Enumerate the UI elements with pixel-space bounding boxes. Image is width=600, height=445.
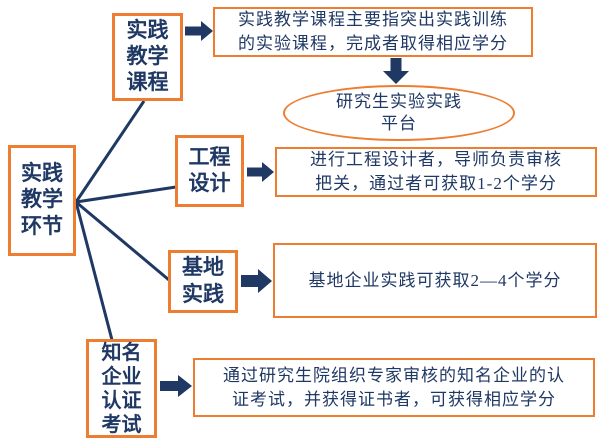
description-engineering-text: 进行工程设计者，导师负责审核 把关，通过者可获取1-2个学分: [310, 150, 562, 193]
node-base-practice: 基地 实践: [168, 250, 238, 313]
arrow-desc-to-platform: [383, 58, 409, 84]
connector-lines: [74, 100, 177, 341]
node-enterprise-certification: 知名 企业 认证 考试: [86, 339, 157, 438]
line-root-to-certification: [74, 201, 114, 341]
arrow-certification-to-desc: [160, 375, 192, 397]
ellipse-experiment-platform: 研究生实验实践 平台: [283, 85, 515, 141]
description-base-text: 基地企业实践可获取2—4个学分: [308, 270, 562, 290]
node-course-label: 实践 教学 课程: [126, 18, 169, 95]
ellipse-platform-text: 研究生实验实践 平台: [336, 91, 462, 133]
line-root-to-course: [74, 100, 146, 203]
line-root-to-base: [75, 200, 170, 282]
description-certification-text: 通过研究生院组织专家审核的知名企业的认 证考试，并获得证书者，可获得相应学分: [223, 365, 565, 409]
node-base-label: 基地 实践: [182, 256, 224, 306]
node-root-label: 实践 教学 环节: [21, 162, 63, 238]
arrow-course-to-desc: [185, 21, 213, 41]
line-root-to-engineering: [75, 185, 177, 204]
node-practice-teaching-root: 实践 教学 环节: [8, 145, 76, 256]
description-base-credits: 基地企业实践可获取2—4个学分: [273, 243, 597, 318]
description-course-text: 实践教学课程主要指突出实践训练 的实验课程，完成者取得相应学分: [238, 10, 508, 53]
arrow-base-to-desc: [241, 269, 272, 293]
node-engineering-label: 工程 设计: [188, 145, 231, 195]
description-course-credits: 实践教学课程主要指突出实践训练 的实验课程，完成者取得相应学分: [213, 7, 533, 57]
block-arrows: [160, 21, 409, 397]
node-practice-teaching-course: 实践 教学 课程: [112, 13, 183, 101]
arrow-engineering-to-desc: [247, 162, 274, 182]
description-certification-credits: 通过研究生院组织专家审核的知名企业的认 证考试，并获得证书者，可获得相应学分: [193, 358, 595, 417]
node-certification-label: 知名 企业 认证 考试: [101, 341, 142, 436]
node-engineering-design: 工程 设计: [175, 135, 244, 207]
description-engineering-credits: 进行工程设计者，导师负责审核 把关，通过者可获取1-2个学分: [275, 147, 597, 197]
